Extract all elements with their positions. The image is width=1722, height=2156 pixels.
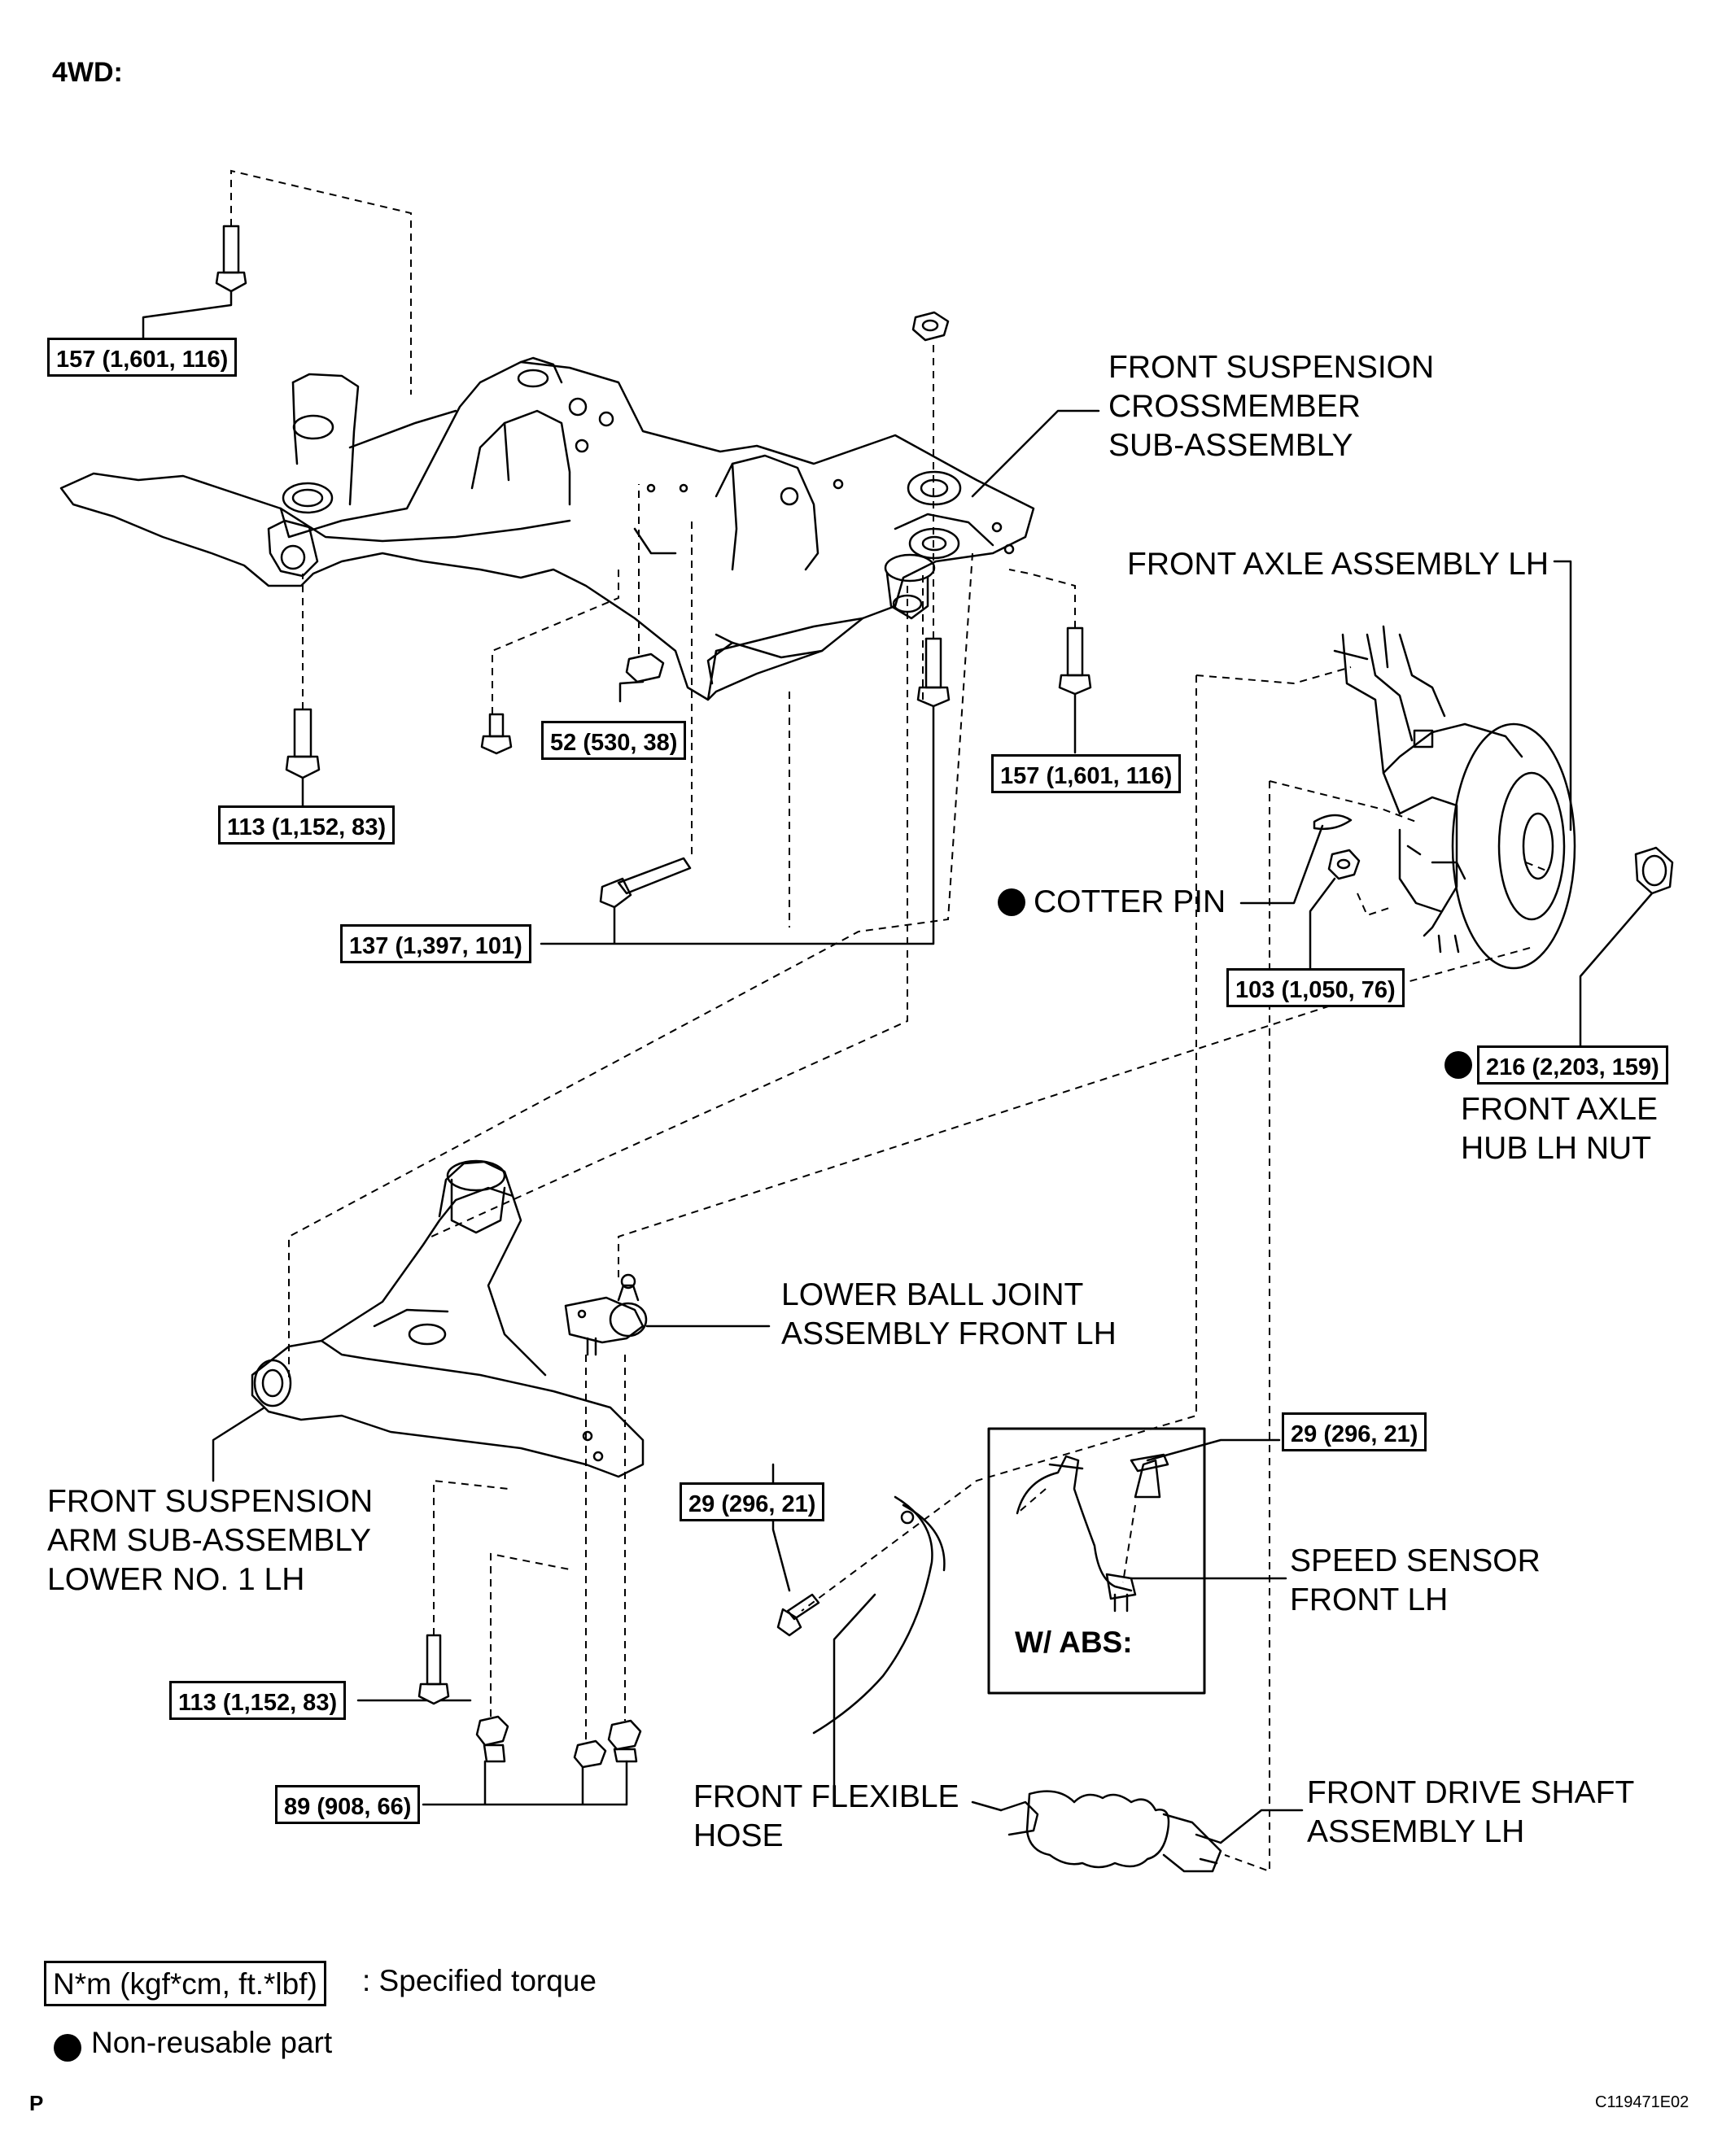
bolt-157-top (215, 225, 247, 293)
leader-crossmember (971, 409, 1100, 498)
drive-shaft-label: FRONT DRIVE SHAFT ASSEMBLY LH (1307, 1774, 1634, 1852)
torque-box-103: 103 (1,050, 76) (1226, 968, 1405, 1007)
drive-shaft-line-2: ASSEMBLY LH (1307, 1814, 1525, 1849)
bolt-113-upper (285, 708, 321, 779)
flexible-hose-label: FRONT FLEXIBLE HOSE (693, 1778, 959, 1856)
leader-cotter (1239, 824, 1324, 905)
torque-box-157-top: 157 (1,601, 116) (47, 338, 238, 377)
torque-box-89: 89 (908, 66) (275, 1785, 421, 1824)
torque-box-29-right: 29 (296, 21) (1282, 1412, 1427, 1451)
hub-nut-drawing (1634, 846, 1674, 895)
lower-arm-line-1: FRONT SUSPENSION (47, 1484, 374, 1519)
torque-box-29-left: 29 (296, 21) (680, 1482, 825, 1521)
flexible-hose-line-1: FRONT FLEXIBLE (693, 1779, 959, 1814)
footer-code: C119471E02 (1595, 2093, 1689, 2111)
flexible-hose-drawing (812, 1495, 946, 1735)
leader-lower-arm (212, 1406, 266, 1482)
legend-nonreusable-dot (54, 2034, 81, 2062)
crossmember-line-3: SUB-ASSEMBLY (1108, 428, 1353, 463)
speed-sensor-line-1: SPEED SENSOR (1290, 1543, 1541, 1578)
torque-box-113-upper: 113 (1,152, 83) (218, 805, 396, 845)
torque-box-216: 216 (2,203, 159) (1477, 1045, 1668, 1085)
front-axle-drawing (1333, 625, 1576, 970)
torque-box-157-right: 157 (1,601, 116) (991, 754, 1182, 793)
leader-front-axle (1553, 560, 1572, 831)
page-title: 4WD: (52, 57, 123, 88)
ball-joint-line-1: LOWER BALL JOINT (781, 1277, 1084, 1312)
lower-arm-drawing (251, 1159, 645, 1478)
footer-p-mark: P (29, 2091, 44, 2115)
nonreusable-dot-cotter (998, 888, 1025, 916)
crossmember-line-1: FRONT SUSPENSION (1108, 350, 1435, 385)
torque-box-113-lower: 113 (1,152, 83) (169, 1681, 347, 1720)
lower-arm-label: FRONT SUSPENSION ARM SUB-ASSEMBLY LOWER … (47, 1482, 373, 1600)
cotter-pin-label: COTTER PIN (1034, 884, 1226, 919)
hub-nut-line-2: HUB LH NUT (1461, 1131, 1652, 1166)
speed-sensor-line-2: FRONT LH (1290, 1582, 1449, 1617)
nonreusable-dot-hub-nut (1444, 1051, 1472, 1079)
w-abs-box (987, 1427, 1206, 1695)
speed-sensor-label: SPEED SENSOR FRONT LH (1290, 1542, 1541, 1620)
legend-torque-desc: : Specified torque (362, 1964, 597, 1997)
leader-29-right (1146, 1438, 1281, 1462)
flexible-hose-line-2: HOSE (693, 1818, 784, 1853)
torque-box-137: 137 (1,397, 101) (340, 924, 531, 963)
lower-arm-line-2: ARM SUB-ASSEMBLY (47, 1523, 372, 1558)
bolt-137-vertical (916, 637, 951, 708)
bolt-113-lower (417, 1634, 450, 1705)
leader-89 (422, 1760, 628, 1806)
ball-joint-label: LOWER BALL JOINT ASSEMBLY FRONT LH (781, 1276, 1117, 1354)
ball-joint-drawing (564, 1273, 648, 1356)
leader-flexible-hose (833, 1593, 876, 1796)
bolt-small-left (480, 713, 513, 755)
leader-52 (618, 680, 645, 703)
bolt-29-left (776, 1593, 820, 1637)
nut-89-a (475, 1715, 509, 1763)
nut-89-c (607, 1719, 642, 1763)
crossmember-line-2: CROSSMEMBER (1108, 389, 1361, 424)
leader-157-top (142, 290, 233, 339)
front-axle-label: FRONT AXLE ASSEMBLY LH (1127, 547, 1549, 582)
nut-89-b (573, 1739, 607, 1769)
speed-sensor-drawing (1016, 1453, 1169, 1613)
crossmember-drawing (59, 356, 1035, 701)
hub-nut-line-1: FRONT AXLE (1461, 1092, 1659, 1127)
w-abs-label: W/ ABS: (1015, 1626, 1133, 1659)
nut-52 (625, 652, 665, 683)
hub-nut-label: FRONT AXLE HUB LH NUT (1461, 1090, 1658, 1168)
drive-shaft-line-1: FRONT DRIVE SHAFT (1307, 1775, 1635, 1810)
legend-torque-unit-box: N*m (kgf*cm, ft.*lbf) (44, 1961, 326, 2006)
drive-shaft-drawing (999, 1790, 1222, 1873)
leader-137 (540, 705, 935, 945)
leader-hub-nut (1579, 892, 1654, 1047)
nut-top-right (911, 311, 950, 342)
legend-nonreusable-text: Non-reusable part (91, 2026, 333, 2059)
ball-joint-line-2: ASSEMBLY FRONT LH (781, 1316, 1117, 1351)
leader-hose-label (971, 1800, 1003, 1812)
torque-box-52: 52 (530, 38) (541, 721, 687, 760)
castle-nut-drawing (1327, 849, 1361, 880)
leader-drive-shaft (1219, 1809, 1304, 1844)
lower-arm-line-3: LOWER NO. 1 LH (47, 1562, 305, 1597)
bolt-137-horizontal (599, 857, 692, 909)
bolt-157-right (1058, 626, 1092, 696)
cotter-pin-drawing (1313, 814, 1353, 831)
crossmember-label: FRONT SUSPENSION CROSSMEMBER SUB-ASSEMBL… (1108, 348, 1434, 465)
